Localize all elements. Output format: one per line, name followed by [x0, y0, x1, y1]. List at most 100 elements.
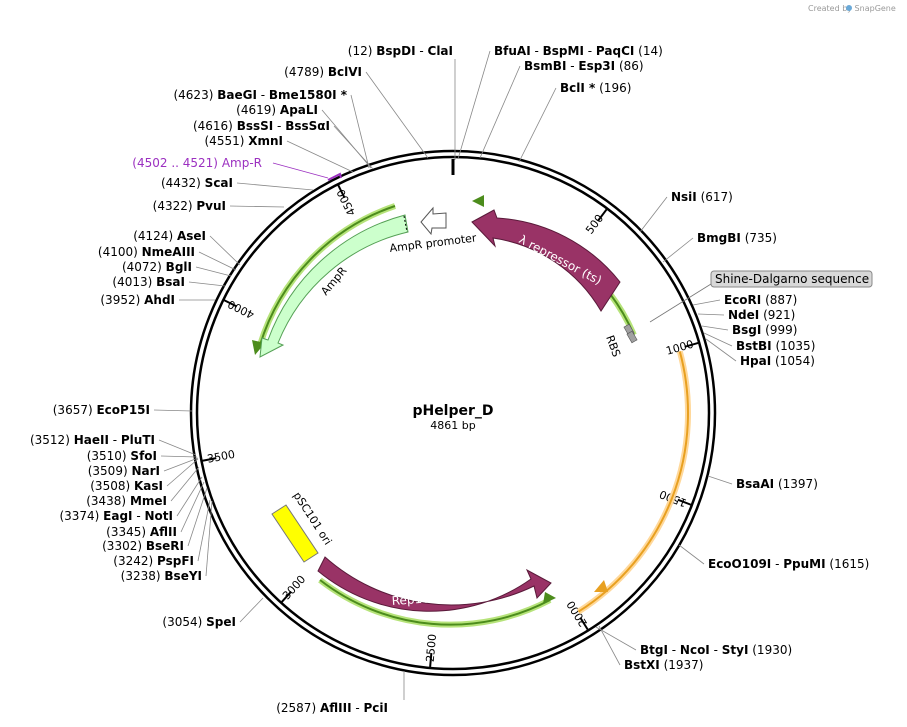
- site-text: (4072) BglI: [122, 260, 192, 274]
- site-position: (3438): [86, 494, 126, 508]
- site-leader-line: [205, 500, 213, 577]
- site-enzyme-name: AseI: [177, 229, 206, 243]
- tick-mark: [579, 617, 589, 631]
- site-enzyme-name: ApaLI: [280, 103, 318, 117]
- plasmid-name: pHelper_D: [412, 403, 493, 419]
- sd-leader: [649, 283, 712, 323]
- site-text: (3438) MmeI: [86, 494, 167, 508]
- site-enzyme-name: EcoRI: [724, 293, 761, 307]
- site-leader-line: [518, 87, 557, 163]
- site-enzyme-name: BtgI: [640, 643, 668, 657]
- site-text: (3302) BseRI: [102, 539, 184, 553]
- site-text: (4551) XmnI: [205, 134, 284, 148]
- site-text: BstBI (1035): [736, 339, 815, 353]
- site-labels: (12) BspDI - ClaI(4789) BclVI(4623) BaeG…: [30, 44, 869, 715]
- site-position: (1615): [829, 557, 869, 571]
- site-position: (12): [348, 44, 373, 58]
- site-enzyme-name: BstBI: [736, 339, 772, 353]
- tick-label: 2000: [564, 598, 590, 629]
- site-leader-line: [662, 237, 694, 263]
- site-position: (1937): [664, 658, 704, 672]
- site-position: (1930): [752, 643, 792, 657]
- site-position: (3657): [53, 403, 93, 417]
- site-enzyme-name: XmnI: [248, 134, 283, 148]
- site-enzyme-name: BspMI: [543, 44, 584, 58]
- site-leader-line: [365, 71, 429, 159]
- site-position: (3952): [100, 293, 140, 307]
- site-text: (3952) AhdI: [100, 293, 175, 307]
- site-position: (3509): [88, 464, 128, 478]
- site-enzyme-name: EagI: [103, 509, 132, 523]
- site-position: (887): [765, 293, 797, 307]
- site-text: (4789) BclVI: [284, 65, 362, 79]
- site-enzyme-name: PpuMI: [783, 557, 825, 571]
- restriction-site-label: (4072) BglI: [122, 260, 192, 274]
- site-leader-line: [158, 439, 197, 456]
- rep-orf-arc: [319, 579, 551, 626]
- site-position: (3512): [30, 433, 70, 447]
- restriction-site-label: NdeI (921): [728, 308, 795, 322]
- site-enzyme-name: Esp3I: [578, 59, 615, 73]
- tick-label: 3500: [206, 448, 236, 466]
- restriction-site-label: (3509) NarI: [88, 464, 160, 478]
- site-leader-line: [701, 325, 729, 331]
- restriction-site-label: (4616) BssSI - BssSαI: [193, 119, 330, 133]
- site-enzyme-name: BfuAI: [494, 44, 531, 58]
- site-position: (617): [701, 190, 733, 204]
- site-text: BsmBI - Esp3I (86): [524, 59, 644, 73]
- restriction-site-label: HpaI (1054): [740, 354, 815, 368]
- primer-position: (4502 .. 4521): [132, 156, 218, 170]
- site-text: (3510) SfoI: [87, 449, 157, 463]
- site-text: BmgBI (735): [697, 231, 777, 245]
- restriction-site-label: NsiI (617): [671, 190, 733, 204]
- repressor-orf-arrow-icon: [472, 195, 484, 207]
- tick-mark: [597, 208, 608, 222]
- site-leader-line: [195, 266, 232, 277]
- restriction-site-label: (3657) EcoP15I: [53, 403, 150, 417]
- site-enzyme-name: MmeI: [130, 494, 167, 508]
- site-enzyme-name: Bme1580I *: [269, 88, 348, 102]
- site-enzyme-name: NsiI: [671, 190, 697, 204]
- tick-mark: [281, 590, 292, 603]
- site-leader-line: [187, 487, 208, 547]
- site-leader-line: [170, 466, 200, 502]
- restriction-site-label: (4623) BaeGI - Bme1580I *: [173, 88, 347, 102]
- rbs-box: [626, 330, 638, 344]
- restriction-site-label: (3242) PspFI: [113, 554, 194, 568]
- tick-mark: [337, 184, 346, 199]
- site-enzyme-name: BsmBI: [524, 59, 566, 73]
- site-position: (3302): [102, 539, 142, 553]
- site-position: (86): [619, 59, 644, 73]
- site-leader-lines: [153, 50, 737, 700]
- site-leader-line: [209, 235, 241, 266]
- site-text: (3374) EagI - NotI: [59, 509, 173, 523]
- site-enzyme-name: AflII: [150, 525, 177, 539]
- site-position: (3238): [121, 569, 161, 583]
- site-leader-line: [239, 597, 264, 623]
- site-enzyme-name: NcoI: [680, 643, 710, 657]
- site-enzyme-name: NmeAIII: [142, 245, 195, 259]
- site-position: (4124): [133, 229, 173, 243]
- site-leader-line: [197, 499, 211, 562]
- site-leader-line: [198, 251, 237, 271]
- site-enzyme-name: EcoO109I: [708, 557, 771, 571]
- site-enzyme-name: BsaI: [156, 275, 185, 289]
- tick-label: 2500: [424, 633, 439, 662]
- site-text: (4322) PvuI: [153, 199, 226, 213]
- restriction-site-label: (4619) ApaLI: [236, 103, 318, 117]
- site-enzyme-name: PaqCI: [596, 44, 634, 58]
- site-enzyme-name: PciI: [364, 701, 389, 715]
- site-position: (921): [763, 308, 795, 322]
- restriction-site-label: (3345) AflII: [106, 525, 177, 539]
- site-leader-line: [236, 182, 314, 191]
- site-text: (3512) HaeII - PluTI: [30, 433, 155, 447]
- site-enzyme-name: PvuI: [196, 199, 226, 213]
- site-leader-line: [595, 626, 637, 651]
- site-leader-line: [153, 409, 193, 412]
- site-enzyme-name: SpeI: [206, 615, 236, 629]
- restriction-site-label: BfuAI - BspMI - PaqCI (14): [494, 44, 663, 58]
- site-text: (4013) BsaI: [112, 275, 185, 289]
- psc101-ori-feature: [271, 504, 319, 563]
- site-position: (3345): [106, 525, 146, 539]
- primer-label: (4502 .. 4521) Amp-R: [132, 156, 262, 170]
